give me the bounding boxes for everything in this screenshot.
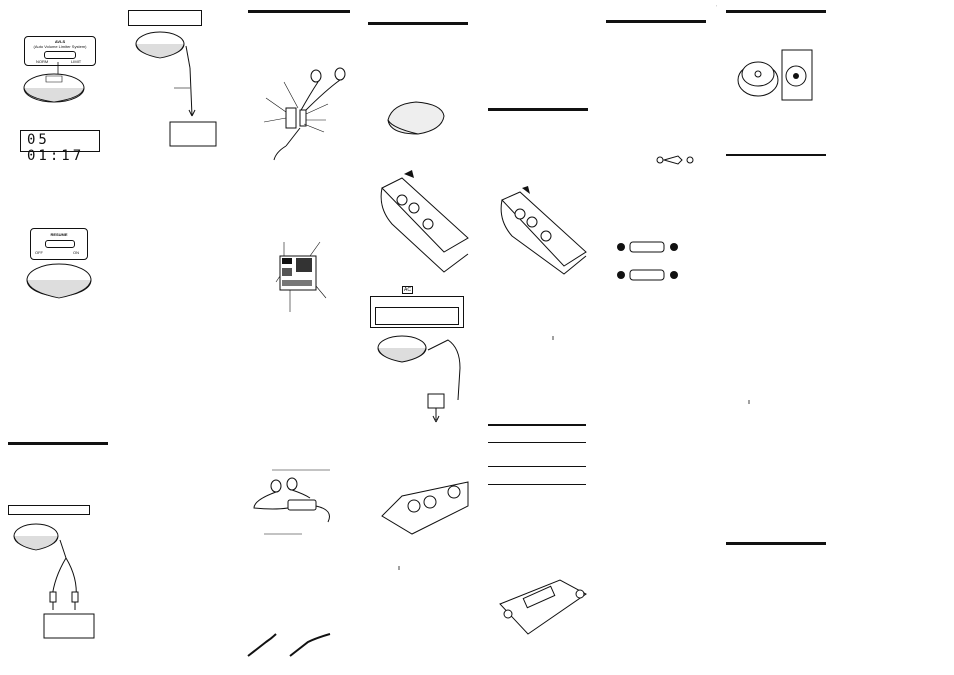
table-rule-4 [488,484,586,485]
avls-slider [44,51,76,59]
remote-control-headphones [244,470,344,540]
boxed-heading-col2 [128,10,202,26]
battery-compartment-illustration [372,170,470,278]
pause-symbol-col7: ‖ [748,400,751,406]
lcd-display: 05 01:17 [20,130,100,164]
cd-player-resume-illustration [24,256,94,304]
avls-subtitle: (Auto Volume Limiter System) [33,44,87,49]
pause-symbol-col4: ‖ [398,566,401,572]
section-rule-col1 [8,442,108,445]
table-rule-2 [488,442,586,443]
external-battery-case [494,574,590,638]
resume-title: RESUME [50,232,68,237]
section-rule-col4 [368,22,468,25]
remote-headphones-illustration [256,68,346,168]
resume-off-label: OFF [35,250,43,255]
remote-display-illustration [266,242,336,312]
pause-symbol-col5: ‖ [552,336,555,342]
ac-symbol: AC [402,286,413,294]
player-stereo-connection [10,518,100,638]
battery-aa-2 [617,268,678,282]
avls-title: AVLS [54,39,66,44]
resume-switch-panel: RESUME OFF ON [30,228,88,260]
page-mark: ' [716,4,717,9]
boxed-heading-col1 [8,505,90,515]
section-rule-col7-top [726,10,826,13]
ac-adaptor-connection [376,328,466,424]
cd-player-illustration [22,62,88,106]
section-rule-col3 [248,10,350,13]
section-rule-col5 [488,108,588,111]
lcd-time: 05 01:17 [27,132,85,164]
resume-slider [45,240,75,248]
disc-insert-illustration [736,44,816,104]
section-rule-col7-bottom [726,542,826,545]
table-rule-3 [488,466,586,467]
player-closed-illustration [382,96,448,140]
resume-on-label: ON [73,250,79,255]
section-rule-col6 [606,20,706,23]
player-line-out-connection [132,28,222,148]
battery-compartment-illustration-2 [494,186,588,276]
section-rule-col7-mid [726,154,826,156]
table-rule-1 [488,424,586,426]
avls-switch-panel: AVLS (Auto Volume Limiter System) NORM L… [24,36,96,66]
plug-adaptors [246,632,342,658]
car-plug-illustration [654,150,696,166]
power-display-panel [370,296,464,328]
avls-limit-label: LIMIT [71,59,82,64]
battery-aa-1 [617,240,678,254]
avls-norm-label: NORM [36,59,49,64]
battery-case-open [372,476,468,534]
power-display-inner [375,307,459,325]
